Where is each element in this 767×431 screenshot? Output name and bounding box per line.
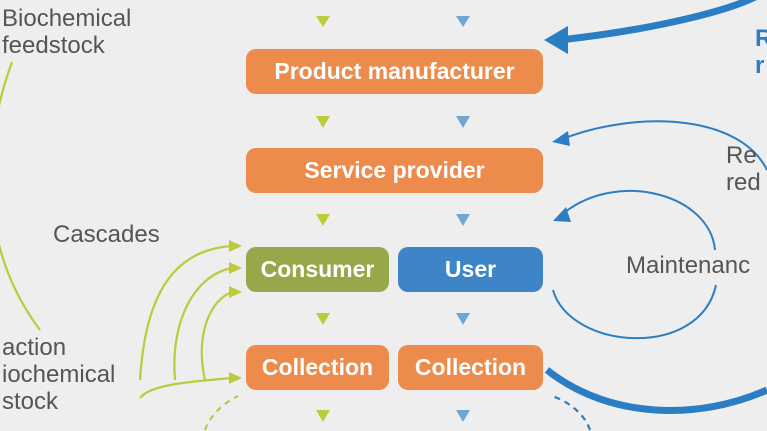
blue-triangle xyxy=(456,313,470,325)
consumer-label: Consumer xyxy=(260,256,375,282)
extraction-line2: iochemical xyxy=(2,361,116,388)
product-manufacturer-label: Product manufacturer xyxy=(274,58,515,84)
biochemical-line2: feedstock xyxy=(2,32,105,59)
cascades-label: Cascades xyxy=(53,221,160,248)
flow-triangles xyxy=(316,16,470,422)
green-triangle xyxy=(316,214,330,226)
maintenance-arc-lower xyxy=(552,284,717,340)
product-manufacturer-box: Product manufacturer xyxy=(246,49,543,94)
blue-triangle xyxy=(456,16,470,27)
consumer-box: Consumer xyxy=(246,247,389,292)
service-provider-box: Service provider xyxy=(246,148,543,193)
reuse-line2: red xyxy=(726,169,761,196)
biochemical-curve xyxy=(0,61,41,331)
recycle-arc xyxy=(544,367,767,414)
blue-triangle xyxy=(456,410,470,422)
extraction-label: action iochemical stock xyxy=(2,334,115,415)
reuse-line1: Re xyxy=(726,142,757,169)
green-triangle xyxy=(316,16,330,27)
refurbish-line1: R xyxy=(755,25,767,52)
collection-left-label: Collection xyxy=(261,354,374,380)
collection-right-label: Collection xyxy=(414,354,527,380)
biochemical-feedstock-label: Biochemical feedstock xyxy=(2,5,131,59)
service-provider-label: Service provider xyxy=(304,157,485,183)
extraction-line3: stock xyxy=(2,388,59,415)
reuse-label: Re red xyxy=(726,142,761,196)
refurbish-label: R r xyxy=(755,25,767,79)
maintenance-arc-upper xyxy=(564,189,716,251)
refurbish-arrowhead xyxy=(544,26,568,54)
biochemical-line1: Biochemical xyxy=(2,5,132,32)
refurbish-line2: r xyxy=(755,52,765,79)
reuse-arrowhead xyxy=(552,131,570,146)
blue-triangle xyxy=(456,116,470,128)
blue-dashed-curve xyxy=(551,394,592,431)
refurbish-arrow xyxy=(559,0,757,44)
blue-triangle xyxy=(456,214,470,226)
green-triangle xyxy=(316,313,330,325)
user-label: User xyxy=(444,256,497,282)
collection-left-box: Collection xyxy=(246,345,389,390)
cascade-arrowheads xyxy=(229,240,242,384)
reuse-arc xyxy=(564,120,767,171)
collection-right-box: Collection xyxy=(398,345,543,390)
user-box: User xyxy=(398,247,543,292)
maintenance-label: Maintenanc xyxy=(626,252,751,279)
green-triangle xyxy=(316,410,330,422)
maintenance-arrowhead xyxy=(553,207,571,222)
extraction-line1: action xyxy=(2,334,67,361)
green-triangle xyxy=(316,116,330,128)
cascade-arrows xyxy=(138,244,233,399)
green-dashed-curve xyxy=(203,395,239,431)
